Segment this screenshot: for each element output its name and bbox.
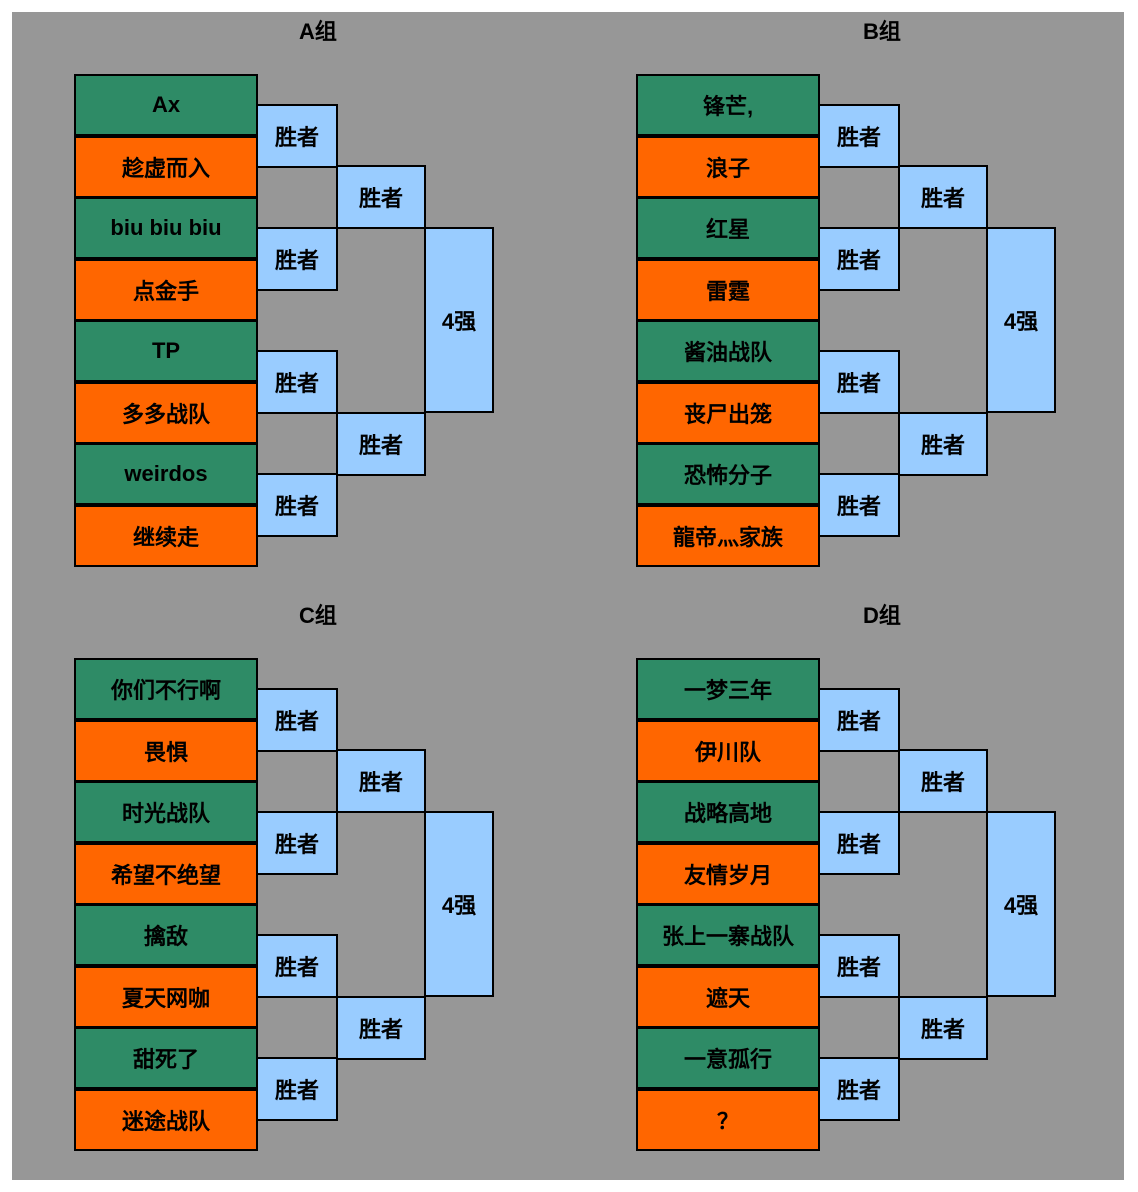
winner-box-round1: 胜者 — [818, 1057, 900, 1121]
winner-box-round1: 胜者 — [256, 104, 338, 168]
team-cell: 时光战队 — [74, 781, 258, 843]
winner-box-round1: 胜者 — [256, 811, 338, 875]
winner-box-round1: 胜者 — [818, 688, 900, 752]
winner-box-round1: 胜者 — [818, 227, 900, 291]
team-cell: TP — [74, 320, 258, 382]
team-cell: 一梦三年 — [636, 658, 820, 720]
team-cell: 趁虚而入 — [74, 136, 258, 198]
team-cell: 伊川队 — [636, 720, 820, 782]
top4-box: 4强 — [986, 811, 1056, 997]
group-title: D组 — [863, 603, 901, 628]
team-cell: 擒敌 — [74, 904, 258, 966]
team-cell: 锋芒, — [636, 74, 820, 136]
team-cell: ？ — [636, 1089, 820, 1151]
winner-box-round2: 胜者 — [898, 165, 988, 229]
winner-box-round1: 胜者 — [256, 350, 338, 414]
winner-box-round2: 胜者 — [898, 749, 988, 813]
team-cell: 夏天网咖 — [74, 966, 258, 1028]
winner-box-round2: 胜者 — [898, 412, 988, 476]
group-b: B组锋芒,浪子红星雷霆酱油战队丧尸出笼恐怖分子龍帝灬家族胜者胜者胜者胜者胜者胜者… — [574, 12, 1074, 572]
team-cell: 恐怖分子 — [636, 443, 820, 505]
team-cell: 雷霆 — [636, 259, 820, 321]
winner-box-round2: 胜者 — [336, 996, 426, 1060]
winner-box-round1: 胜者 — [818, 350, 900, 414]
team-cell: 迷途战队 — [74, 1089, 258, 1151]
team-cell: 龍帝灬家族 — [636, 505, 820, 567]
winner-box-round1: 胜者 — [818, 473, 900, 537]
team-cell: 点金手 — [74, 259, 258, 321]
team-cell: 战略高地 — [636, 781, 820, 843]
team-cell: weirdos — [74, 443, 258, 505]
group-c: C组你们不行啊畏惧时光战队希望不绝望擒敌夏天网咖甜死了迷途战队胜者胜者胜者胜者胜… — [12, 596, 512, 1156]
team-cell: 继续走 — [74, 505, 258, 567]
winner-box-round2: 胜者 — [898, 996, 988, 1060]
team-cell: 红星 — [636, 197, 820, 259]
group-title: A组 — [299, 19, 337, 44]
team-cell: 丧尸出笼 — [636, 382, 820, 444]
team-cell: 一意孤行 — [636, 1027, 820, 1089]
team-cell: Ax — [74, 74, 258, 136]
team-cell: 甜死了 — [74, 1027, 258, 1089]
team-cell: 浪子 — [636, 136, 820, 198]
team-cell: 畏惧 — [74, 720, 258, 782]
top4-box: 4强 — [986, 227, 1056, 413]
team-cell: 张上一寨战队 — [636, 904, 820, 966]
winner-box-round1: 胜者 — [818, 811, 900, 875]
group-title: B组 — [863, 19, 901, 44]
top4-box: 4强 — [424, 227, 494, 413]
winner-box-round1: 胜者 — [256, 934, 338, 998]
winner-box-round1: 胜者 — [256, 688, 338, 752]
team-cell: 酱油战队 — [636, 320, 820, 382]
winner-box-round2: 胜者 — [336, 412, 426, 476]
winner-box-round2: 胜者 — [336, 749, 426, 813]
winner-box-round1: 胜者 — [256, 473, 338, 537]
winner-box-round2: 胜者 — [336, 165, 426, 229]
team-cell: 多多战队 — [74, 382, 258, 444]
team-cell: 你们不行啊 — [74, 658, 258, 720]
winner-box-round1: 胜者 — [818, 104, 900, 168]
winner-box-round1: 胜者 — [256, 1057, 338, 1121]
group-title: C组 — [299, 603, 337, 628]
team-cell: 友情岁月 — [636, 843, 820, 905]
group-d: D组一梦三年伊川队战略高地友情岁月张上一寨战队遮天一意孤行？胜者胜者胜者胜者胜者… — [574, 596, 1074, 1156]
team-cell: biu biu biu — [74, 197, 258, 259]
top4-box: 4强 — [424, 811, 494, 997]
team-cell: 希望不绝望 — [74, 843, 258, 905]
winner-box-round1: 胜者 — [818, 934, 900, 998]
team-cell: 遮天 — [636, 966, 820, 1028]
winner-box-round1: 胜者 — [256, 227, 338, 291]
